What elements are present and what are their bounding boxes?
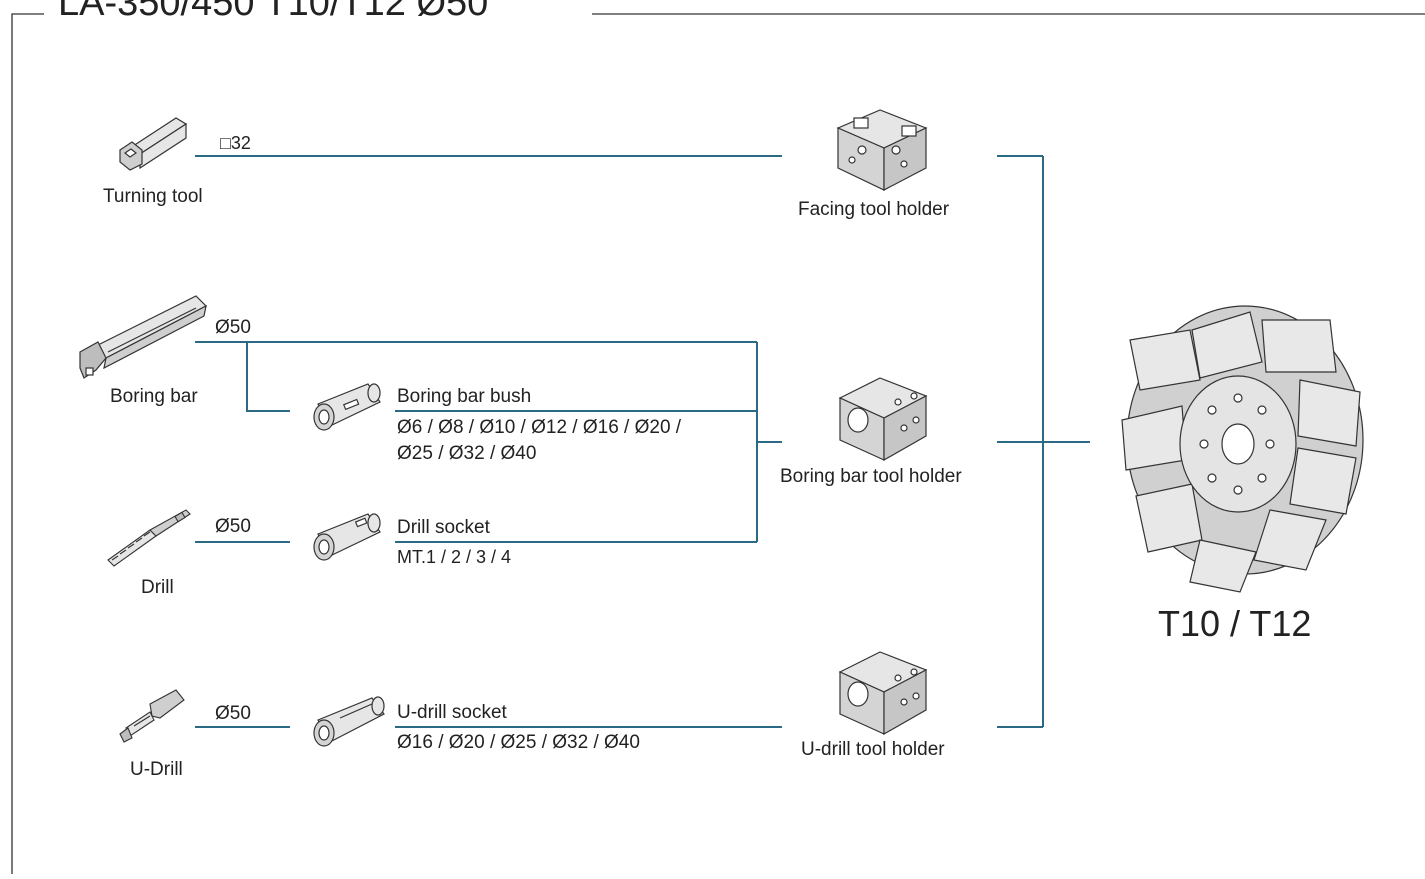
turret-label: T10 / T12 [1158, 603, 1312, 644]
u-drill-icon [119, 689, 185, 743]
page-title: LA-350/450 T10/T12 Ø50 [48, 0, 499, 22]
u-drill-socket-icon [313, 696, 385, 747]
u-drill-socket-label: U-drill socket [397, 702, 507, 723]
boring-bar-bush-sizes-1: Ø6 / Ø8 / Ø10 / Ø12 / Ø16 / Ø20 / [397, 417, 682, 438]
drill-socket-sizes: MT.1 / 2 / 3 / 4 [397, 547, 512, 567]
u-drill-tool-holder-label: U-drill tool holder [801, 739, 945, 760]
drill-size: Ø50 [215, 516, 251, 537]
frame-border [11, 13, 1425, 874]
drill-socket-label: Drill socket [397, 517, 490, 538]
boring-bar-bush-sizes-2: Ø25 / Ø32 / Ø40 [397, 443, 537, 464]
boring-bar-bush-label: Boring bar bush [397, 386, 532, 407]
turret-icon [1121, 305, 1364, 593]
boring-bar-size: Ø50 [215, 317, 251, 338]
boring-bar-label: Boring bar [110, 386, 198, 407]
drill-icon [107, 509, 191, 567]
boring-bar-tool-holder-label: Boring bar tool holder [780, 466, 962, 487]
drill-label: Drill [141, 577, 174, 598]
turning-tool-label: Turning tool [103, 186, 203, 207]
u-drill-size: Ø50 [215, 703, 251, 724]
facing-tool-holder-label: Facing tool holder [798, 199, 950, 220]
u-drill-socket-sizes: Ø16 / Ø20 / Ø25 / Ø32 / Ø40 [397, 732, 640, 753]
u-drill-tool-holder-icon [838, 651, 928, 736]
boring-bar-icon [79, 295, 208, 379]
boring-to-bush-line [246, 342, 290, 412]
turning-tool-size: □32 [220, 133, 251, 153]
turning-tool-icon [119, 117, 188, 171]
boring-bar-tool-holder-icon [838, 377, 928, 462]
connector-lines [195, 155, 1090, 728]
drill-socket-icon [313, 513, 381, 561]
boring-bar-bush-icon [313, 383, 381, 431]
facing-tool-holder-icon [836, 109, 928, 191]
u-drill-label: U-Drill [130, 759, 183, 780]
